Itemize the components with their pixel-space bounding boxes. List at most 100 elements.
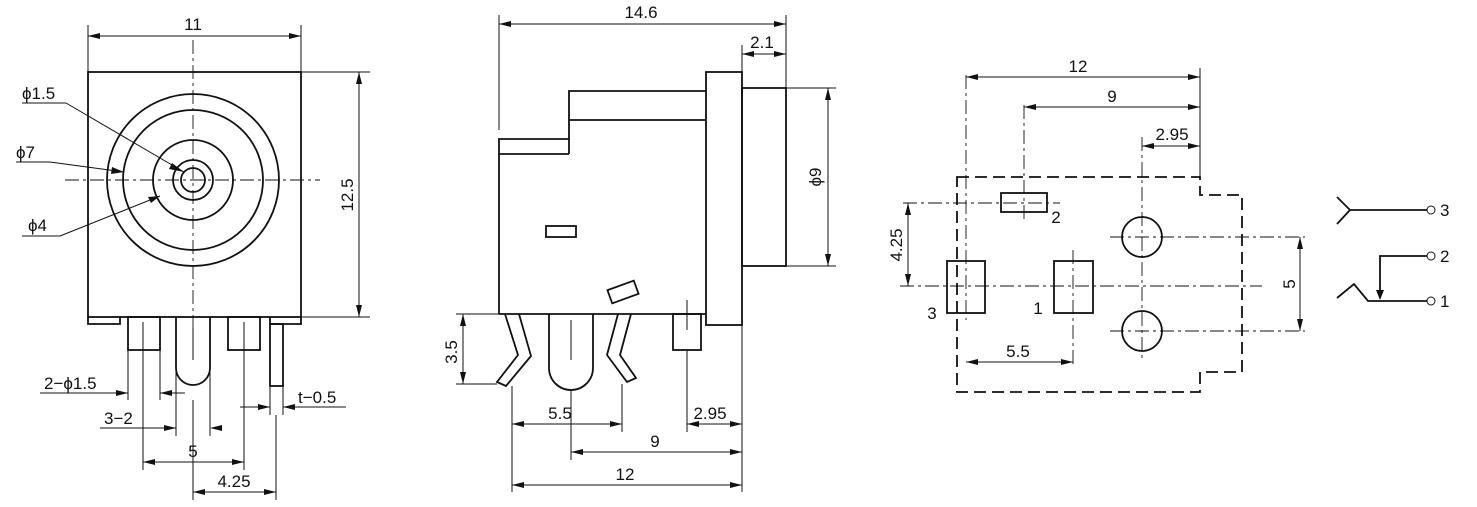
side-9-label: 9 <box>650 432 659 451</box>
schem-terminal-1-wire <box>1336 282 1427 302</box>
dim-arrow <box>1297 237 1303 249</box>
pcb-pin-label-1: 1 <box>1033 299 1042 318</box>
dim-arrow <box>169 163 184 172</box>
dim-arrow <box>742 51 754 57</box>
schem-terminal-3-node <box>1426 205 1436 215</box>
pcb-5-label: 5 <box>1280 279 1299 288</box>
dim-arrow <box>825 254 831 266</box>
pcb-outline-dashed <box>956 176 1243 393</box>
pcb-pin-label-2: 2 <box>1051 208 1060 227</box>
dim-arrow <box>610 421 622 427</box>
pcb-9-label: 9 <box>1107 87 1116 106</box>
side-flange <box>705 71 743 326</box>
front-body-outline <box>87 71 302 318</box>
schem-label-3: 3 <box>1440 201 1449 220</box>
dim-arrow <box>1061 359 1073 365</box>
side-body-outline <box>498 90 706 314</box>
front-pin-left <box>127 316 161 351</box>
front-view: 11 12.5 ϕ1.5 ϕ7 ϕ4 2−ϕ1.5 <box>16 15 370 500</box>
label-phi-15: ϕ1.5 <box>22 84 55 103</box>
pcb-12-label: 12 <box>1069 57 1088 76</box>
side-pin-height-label: 3.5 <box>442 340 461 364</box>
schematic-symbol: 3 2 1 <box>1336 196 1449 311</box>
schem-terminal-2-wire <box>1379 255 1427 298</box>
leader-15 <box>65 102 185 173</box>
schem-terminal-2-node <box>1426 251 1436 261</box>
dim-arrow <box>1188 143 1200 149</box>
pcb-layout: 12 9 2.95 4.25 5 5.5 1 2 3 <box>887 57 1305 393</box>
dim-arrow <box>1297 319 1303 331</box>
dim-arrow <box>164 425 176 431</box>
schem-terminal-1-node <box>1426 296 1436 306</box>
pcb-55-label: 5.5 <box>1006 342 1030 361</box>
dim-arrow <box>116 390 128 396</box>
leader-4 <box>59 195 161 237</box>
dim-arrow <box>148 196 160 203</box>
label-phi-7: ϕ7 <box>16 143 35 162</box>
dim-arrow <box>774 51 786 57</box>
dim-arrow <box>460 372 466 384</box>
schem-terminal-2-arrow <box>1376 290 1384 300</box>
schem-label-2: 2 <box>1440 247 1449 266</box>
side-view: 14.6 2.1 ϕ9 3.5 5.5 2.95 <box>442 3 836 492</box>
dim-arrow <box>499 21 511 27</box>
dim-arrow <box>258 404 270 410</box>
dim-arrow <box>283 404 295 410</box>
dim-arrow <box>730 449 742 455</box>
dim-arrow <box>730 482 742 488</box>
side-295-label: 2.95 <box>693 404 726 423</box>
dim-arrow <box>905 274 911 286</box>
side-flange-label: 2.1 <box>750 33 774 52</box>
front-width-label: 11 <box>184 15 202 34</box>
front-base-left <box>87 317 121 325</box>
dim-arrow <box>571 449 583 455</box>
dim-arrow <box>210 425 222 431</box>
dim-arrow <box>966 359 978 365</box>
label-3-2: 3−2 <box>104 409 133 428</box>
front-pin-tab <box>269 323 284 387</box>
side-12-label: 12 <box>616 465 635 484</box>
pcb-pad-1 <box>1053 260 1094 314</box>
dim-arrow <box>232 459 244 465</box>
side-pin-left <box>495 313 532 388</box>
dim-arrow <box>264 489 276 495</box>
dim-arrow <box>1024 104 1036 110</box>
label-phi-4: ϕ4 <box>28 216 47 235</box>
dim-arrow <box>1188 74 1200 80</box>
dim-arrow <box>774 21 786 27</box>
dim-arrow <box>730 421 742 427</box>
dim-arrow <box>1188 104 1200 110</box>
front-height-label: 12.5 <box>338 178 357 211</box>
dim-arrow <box>356 72 362 84</box>
side-barrel-dia-label: ϕ9 <box>806 168 825 187</box>
label-425: 4.25 <box>217 472 250 491</box>
side-pin-right <box>606 313 638 384</box>
dim-arrow <box>1142 143 1154 149</box>
dim-arrow <box>289 33 301 39</box>
side-barrel <box>741 87 787 267</box>
front-pin-center <box>175 317 211 386</box>
dim-arrow <box>143 459 155 465</box>
dim-arrow <box>905 203 911 215</box>
dim-arrow <box>460 314 466 326</box>
dim-arrow <box>356 305 362 317</box>
side-small-slot <box>545 225 577 238</box>
schem-label-1: 1 <box>1440 292 1449 311</box>
side-length-label: 14.6 <box>624 3 657 22</box>
side-55-label: 5.5 <box>548 404 572 423</box>
dim-arrow <box>966 74 978 80</box>
dim-arrow <box>512 421 524 427</box>
label-2-phi-15: 2−ϕ1.5 <box>44 374 97 393</box>
dim-arrow <box>193 489 205 495</box>
dim-arrow <box>512 482 524 488</box>
schem-terminal-3-fork <box>1336 196 1352 225</box>
label-t-05: t−0.5 <box>298 388 336 407</box>
dim-arrow <box>88 33 100 39</box>
pcb-pin-label-3: 3 <box>927 304 936 323</box>
dim-arrow <box>111 167 124 174</box>
pcb-425-label: 4.25 <box>887 228 906 261</box>
pcb-295-label: 2.95 <box>1155 125 1188 144</box>
dim-arrow <box>687 421 699 427</box>
dim-arrow <box>160 390 172 396</box>
